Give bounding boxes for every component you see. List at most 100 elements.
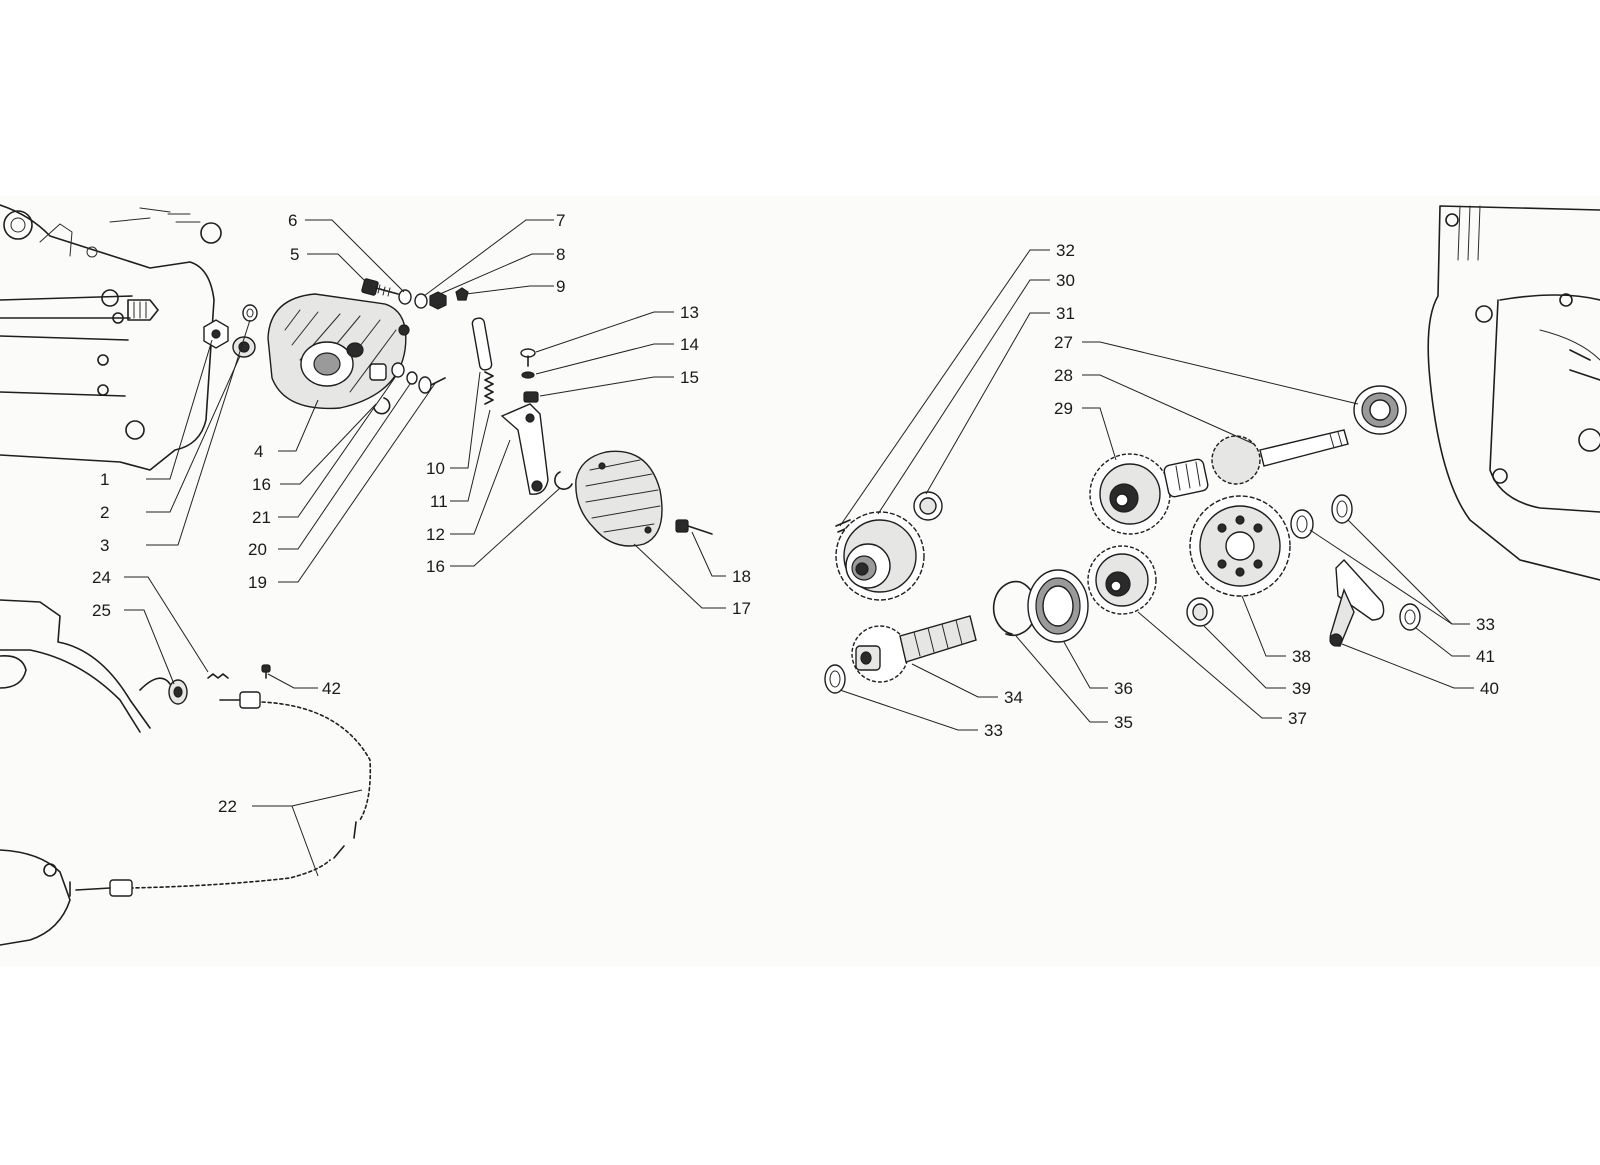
callout-2: 2	[100, 503, 109, 522]
leader-31	[925, 312, 1050, 495]
paper-sheet	[0, 196, 1600, 966]
part-washer-33-right-a-hole	[1296, 515, 1308, 533]
gearbox-housing-left	[0, 204, 222, 471]
leader-27	[1082, 341, 1359, 405]
part-gear-38	[1189, 495, 1291, 597]
leader-39	[1203, 625, 1286, 689]
leader-25	[124, 609, 175, 685]
leader-32	[839, 249, 1050, 527]
part-circlip-35	[992, 580, 1037, 637]
callout-36: 36	[1114, 679, 1133, 698]
part-washer-33-left	[824, 664, 846, 694]
callout-labels: 1 2 3 4 5 6 7 8 9 10 11 12 13 14 15 16 1…	[92, 211, 1499, 816]
callout-4: 4	[254, 442, 263, 461]
part-bushing-25	[168, 679, 188, 705]
callout-16b: 16	[426, 557, 445, 576]
leader-5	[307, 253, 367, 283]
leader-9	[465, 285, 554, 295]
leader-7	[423, 219, 554, 297]
part-washer-6	[398, 289, 412, 305]
part-screw-13	[520, 348, 536, 367]
leader-30	[877, 279, 1050, 515]
callout-7: 7	[556, 211, 565, 230]
leader-6	[305, 219, 405, 293]
part-lever-12	[500, 403, 549, 495]
callout-20: 20	[248, 540, 267, 559]
callout-35: 35	[1114, 713, 1133, 732]
callout-25: 25	[92, 601, 111, 620]
part-circlip-16	[554, 471, 573, 490]
leader-33b2	[1347, 519, 1453, 625]
callout-18: 18	[732, 567, 751, 586]
leader-4	[278, 399, 319, 452]
callout-11: 11	[430, 492, 448, 511]
leader-21	[278, 375, 397, 518]
leader-13	[535, 311, 674, 353]
callout-24: 24	[92, 568, 111, 587]
leader-1	[146, 339, 213, 480]
leader-29	[1082, 407, 1117, 461]
callout-5: 5	[290, 245, 299, 264]
part-kickstart-shaft-40	[1329, 558, 1385, 647]
callout-27: 27	[1054, 333, 1073, 352]
part-bolt-5	[361, 278, 399, 297]
callout-15: 15	[680, 368, 699, 387]
callout-22: 22	[218, 797, 237, 816]
part-washer-3	[242, 304, 258, 322]
leader-37	[1137, 611, 1282, 719]
part-washer-33-left-hole	[829, 670, 841, 688]
leader-3	[146, 319, 251, 546]
leader-14	[535, 343, 674, 375]
leader-36	[1063, 641, 1108, 689]
leader-41	[1415, 627, 1470, 657]
part-screw-42	[261, 664, 271, 679]
callout-12: 12	[426, 525, 445, 544]
leader-35	[1015, 635, 1108, 723]
leader-20	[278, 383, 411, 550]
part-block-15	[523, 391, 539, 403]
part-washer-33-right-a	[1290, 509, 1314, 539]
callout-42: 42	[322, 679, 341, 698]
part-washer-7	[414, 293, 428, 309]
part-nut-1	[203, 319, 229, 349]
callout-1: 1	[100, 470, 109, 489]
part-gear-32-30	[835, 511, 925, 601]
callout-17: 17	[732, 599, 751, 618]
part-washer-21	[391, 362, 405, 378]
leader-8	[439, 253, 554, 295]
callout-37: 37	[1288, 709, 1307, 728]
part-washer-41-hole	[1404, 609, 1416, 625]
leader-40	[1341, 643, 1474, 689]
part-spring-11	[484, 371, 494, 405]
callout-28: 28	[1054, 366, 1073, 385]
callout-41: 41	[1476, 647, 1495, 666]
leader-12	[450, 439, 511, 535]
callout-34: 34	[1004, 688, 1023, 707]
callout-32: 32	[1056, 241, 1075, 260]
leader-11	[450, 409, 491, 502]
part-plunger-10	[471, 317, 493, 371]
part-mainshaft-28	[1163, 429, 1349, 498]
leader-42	[267, 673, 318, 689]
callout-39: 39	[1292, 679, 1311, 698]
part-gear-29	[1089, 453, 1171, 535]
callout-6: 6	[288, 211, 297, 230]
leader-16a	[280, 403, 377, 485]
leader-38	[1241, 595, 1286, 657]
part-screw-19	[418, 376, 446, 394]
leader-10	[450, 371, 481, 469]
callout-38: 38	[1292, 647, 1311, 666]
callout-33a: 33	[984, 721, 1003, 740]
part-housing-4	[267, 293, 410, 410]
leader-34	[911, 663, 998, 698]
callout-16a: 16	[252, 475, 271, 494]
part-spring-24	[207, 673, 229, 679]
part-washer-33-right-b-hole	[1336, 500, 1348, 518]
callout-10: 10	[426, 459, 445, 478]
part-bearing-27	[1353, 385, 1407, 435]
leader-15	[539, 376, 674, 397]
callout-13: 13	[680, 303, 699, 322]
part-bushing-2	[232, 336, 256, 358]
callout-3: 3	[100, 536, 109, 555]
